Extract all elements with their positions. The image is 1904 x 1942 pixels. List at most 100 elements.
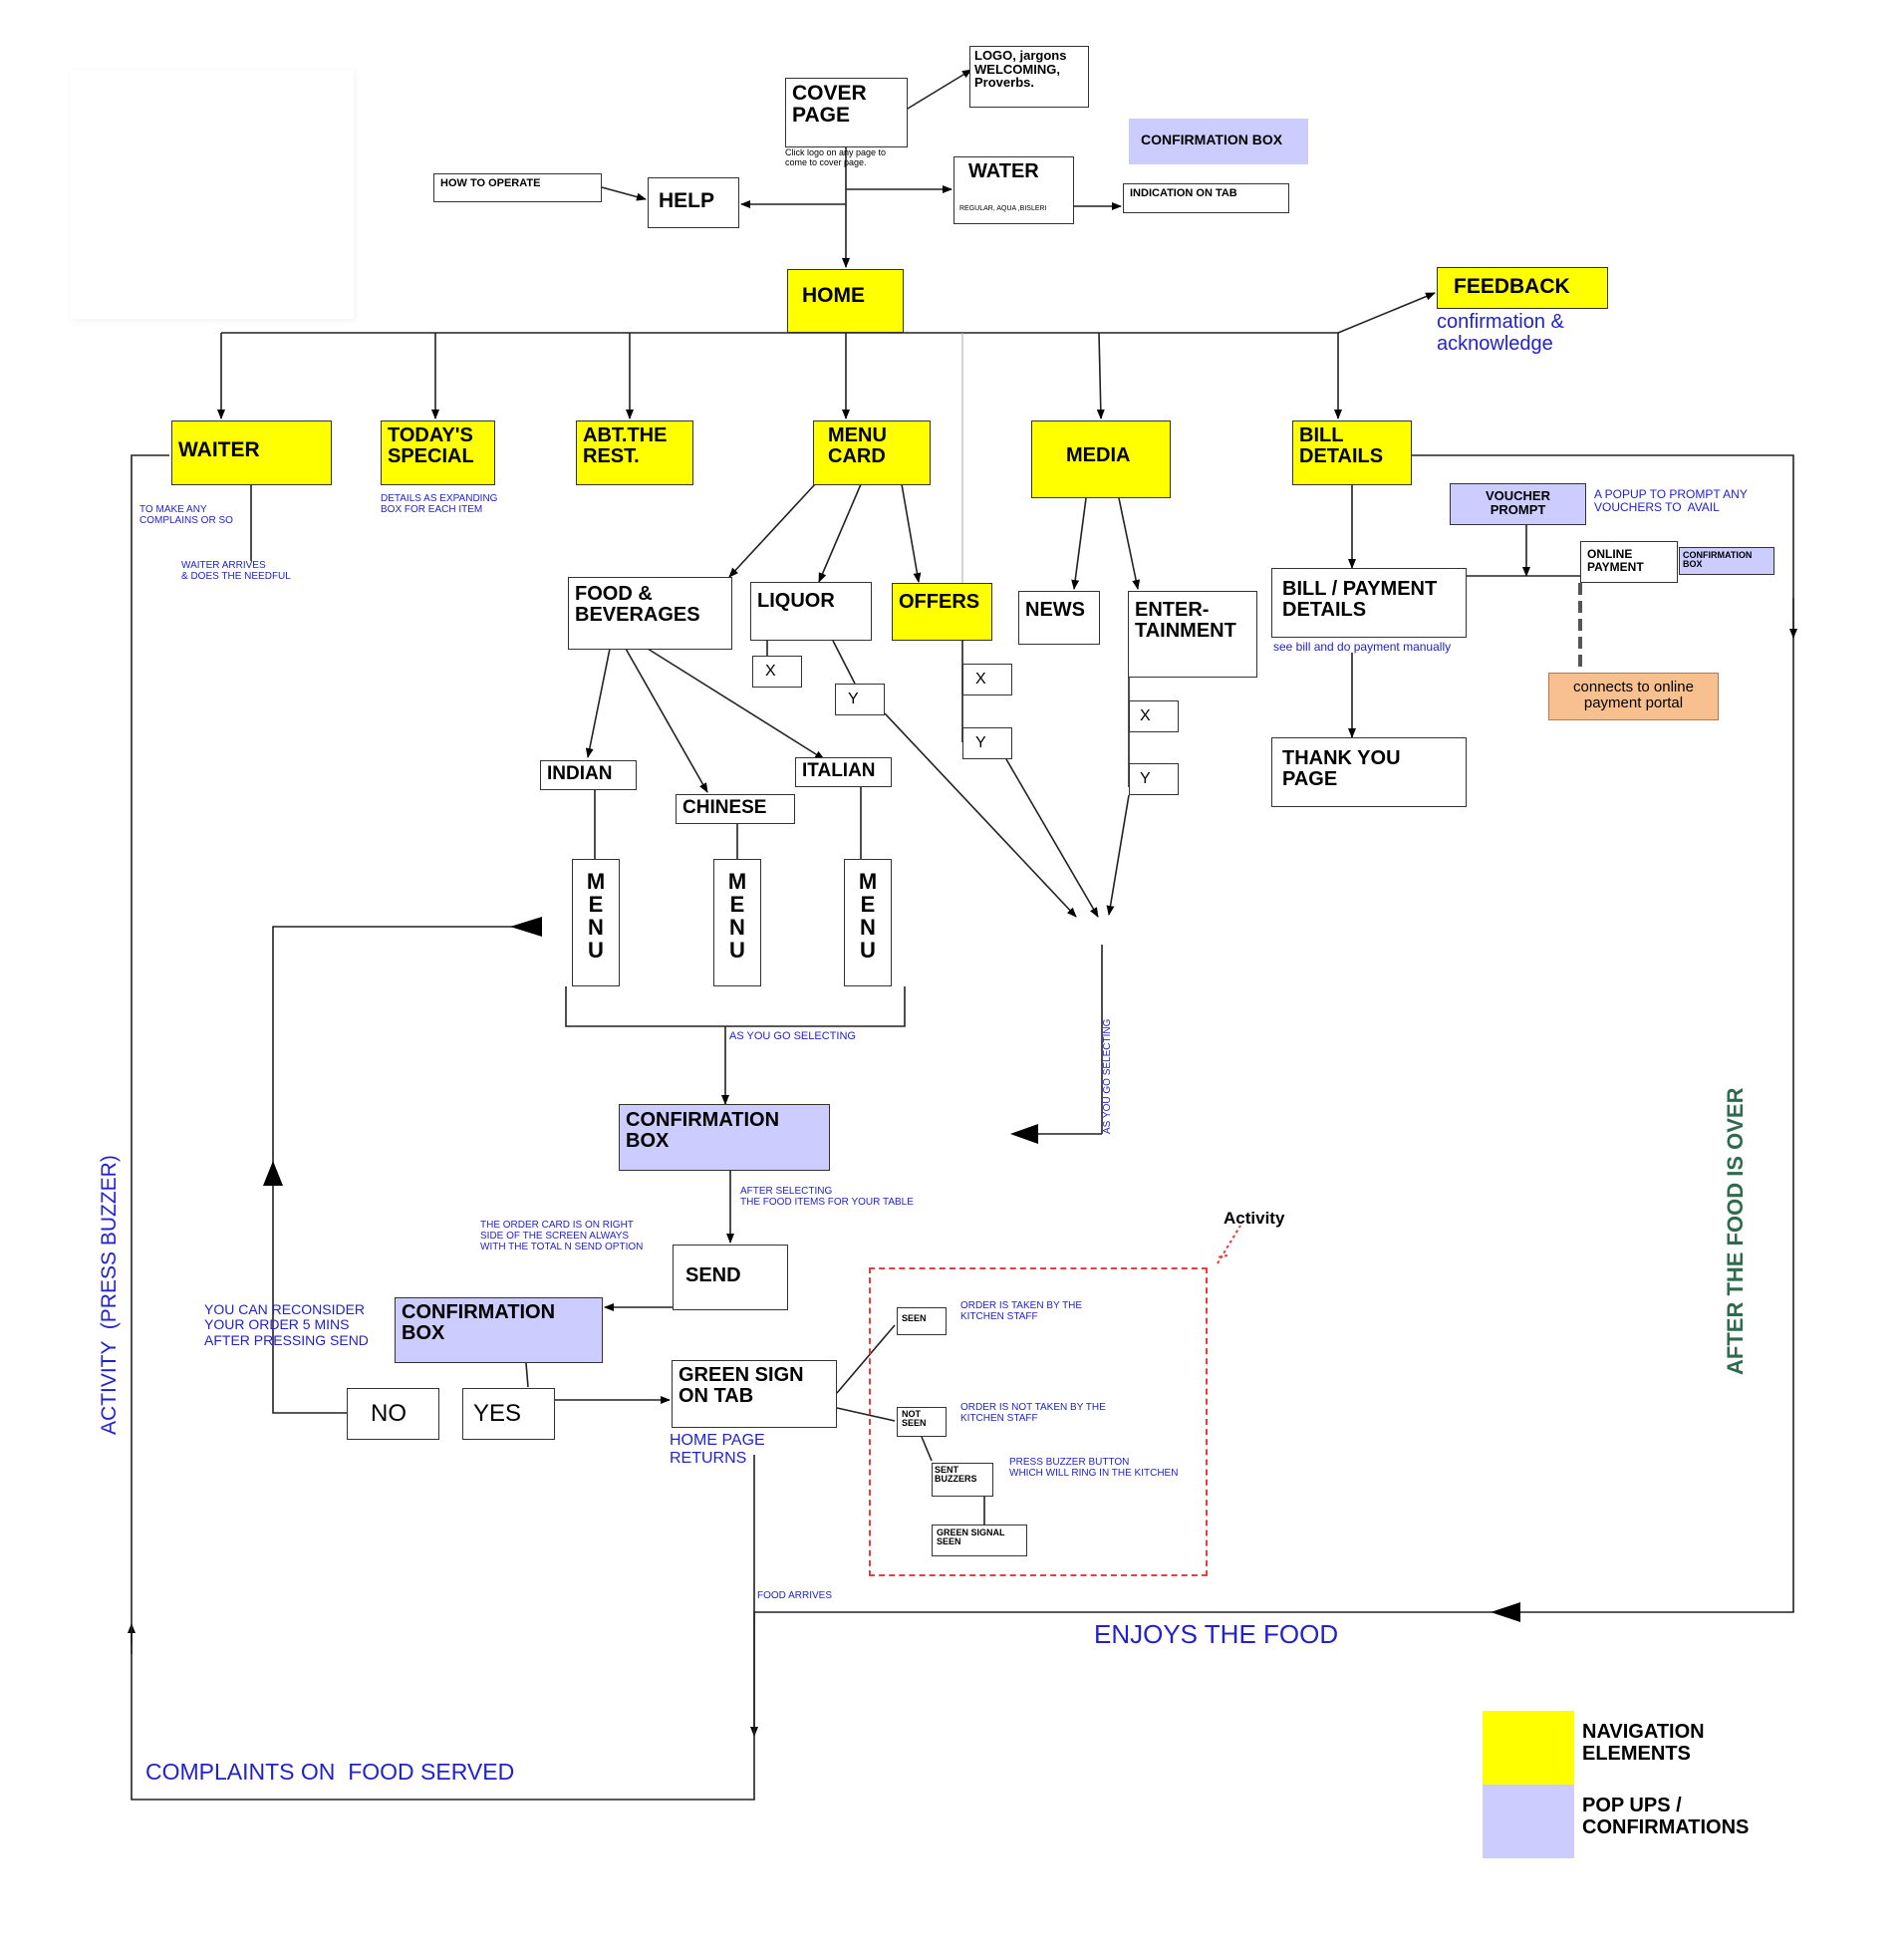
as-you-go-selecting-note: AS YOU GO SELECTING [729,1030,856,1042]
confirmation-box-top-label: CONFIRMATION BOX [1141,132,1283,147]
feedback-label: FEEDBACK [1454,275,1570,298]
entertainment-y-node[interactable]: Y [1129,763,1179,795]
send-label: SEND [685,1264,741,1286]
online-payment-node[interactable]: ONLINE PAYMENT [1580,541,1678,583]
chinese-label: CHINESE [682,797,767,818]
confirmation-box-top[interactable]: CONFIRMATION BOX [1129,119,1308,164]
offers-x-node[interactable]: X [962,664,1012,695]
cover-page-note: Click logo on any page to come to cover … [785,147,887,167]
seen-note: ORDER IS TAKEN BY THE KITCHEN STAFF [960,1300,1083,1322]
home-page-returns-note: HOME PAGE RETURNS [670,1432,765,1467]
yes-button[interactable]: YES [462,1388,555,1440]
offers-x-label: X [975,671,986,688]
italian-label: ITALIAN [802,760,876,781]
help-label: HELP [659,189,715,212]
liquor-label: LIQUOR [757,590,835,612]
complaints-note: COMPLAINTS ON FOOD SERVED [145,1759,515,1785]
green-sign-label: GREEN SIGN ON TAB [679,1364,804,1407]
online-payment-label: ONLINE PAYMENT [1587,547,1644,574]
feedback-note: confirmation & acknowledge [1437,311,1564,355]
as-you-go-selecting-vertical-note: AS YOU GO SELECTING [1102,1018,1113,1134]
online-portal-label: connects to online payment portal [1573,679,1694,711]
waiter-note-2: WAITER ARRIVES & DOES THE NEEDFUL [181,560,291,582]
water-node[interactable]: WATER [953,156,1074,224]
bill-details-node[interactable]: BILL DETAILS [1292,420,1412,485]
liquor-node[interactable]: LIQUOR [750,582,872,641]
about-restaurant-node[interactable]: ABT.THE REST. [576,420,693,485]
offers-node[interactable]: OFFERS [892,583,992,641]
menu-card-label: MENU CARD [828,424,887,467]
news-label: NEWS [1025,599,1085,621]
not-seen-node[interactable]: NOT SEEN [897,1407,947,1437]
enjoys-food-note: ENJOYS THE FOOD [1094,1619,1339,1649]
chinese-node[interactable]: CHINESE [676,794,795,824]
cover-page-label: COVER PAGE [792,82,867,128]
arrowhead-loop [510,917,542,937]
confirmation-box-low[interactable]: CONFIRMATION BOX [395,1297,603,1363]
food-beverages-label: FOOD & BEVERAGES [575,583,700,626]
chinese-menu-node[interactable]: M E N U [713,859,761,986]
feedback-node[interactable]: FEEDBACK [1437,267,1608,309]
italian-node[interactable]: ITALIAN [795,757,892,787]
entertainment-x-node[interactable]: X [1129,700,1179,732]
menu-card-node[interactable]: MENU CARD [813,420,931,485]
water-label: WATER [968,160,1039,182]
todays-special-note: DETAILS AS EXPANDING BOX FOR EACH ITEM [381,493,498,515]
voucher-prompt-node[interactable]: VOUCHER PROMPT [1450,483,1586,525]
indian-label: INDIAN [547,763,613,784]
todays-special-label: TODAY'S SPECIAL [388,424,474,467]
logo-node[interactable]: LOGO, jargons WELCOMING, Proverbs. [969,46,1089,108]
legend-popup-label: POP UPS / CONFIRMATIONS [1582,1795,1750,1838]
news-node[interactable]: NEWS [1018,591,1100,645]
indication-on-tab-label: INDICATION ON TAB [1130,187,1237,199]
seen-node[interactable]: SEEN [897,1307,947,1335]
send-node[interactable]: SEND [673,1245,788,1310]
indian-node[interactable]: INDIAN [540,760,637,790]
confirmation-box-small[interactable]: CONFIRMATION BOX [1679,547,1774,575]
offers-label: OFFERS [899,591,980,613]
italian-menu-node[interactable]: M E N U [844,859,892,986]
waiter-node[interactable]: WAITER [171,420,332,485]
yes-label: YES [473,1400,522,1427]
liquor-x-node[interactable]: X [752,656,802,688]
todays-special-node[interactable]: TODAY'S SPECIAL [381,420,495,485]
green-sign-node[interactable]: GREEN SIGN ON TAB [672,1360,837,1428]
bill-payment-node[interactable]: BILL / PAYMENT DETAILS [1271,568,1467,638]
seen-label: SEEN [902,1313,927,1323]
green-signal-seen-label: GREEN SIGNAL SEEN [937,1527,1005,1547]
indication-on-tab-node[interactable]: INDICATION ON TAB [1123,183,1289,213]
after-food-over-note: AFTER THE FOOD IS OVER [1723,1087,1748,1375]
online-portal-node[interactable]: connects to online payment portal [1548,673,1719,720]
entertainment-node[interactable]: ENTER- TAINMENT [1128,591,1257,678]
how-to-operate-label: HOW TO OPERATE [440,177,541,189]
liquor-x-label: X [765,663,776,680]
how-to-operate-node[interactable]: HOW TO OPERATE [433,173,602,202]
media-node[interactable]: MEDIA [1031,420,1171,498]
thank-you-node[interactable]: THANK YOU PAGE [1271,737,1467,807]
order-card-note: THE ORDER CARD IS ON RIGHT SIDE OF THE S… [480,1220,644,1252]
thank-you-label: THANK YOU PAGE [1282,747,1401,790]
offers-y-label: Y [975,734,986,751]
confirmation-box-mid[interactable]: CONFIRMATION BOX [619,1104,830,1171]
green-signal-seen-node[interactable]: GREEN SIGNAL SEEN [932,1525,1027,1556]
confirmation-box-low-label: CONFIRMATION BOX [402,1301,556,1344]
legend-popup-swatch [1483,1785,1574,1858]
entertainment-y-label: Y [1140,770,1151,787]
no-button[interactable]: NO [347,1388,439,1440]
media-label: MEDIA [1066,444,1131,466]
cover-page-node[interactable]: COVER PAGE [785,78,908,147]
sent-buzzers-label: SENT BUZZERS [935,1465,977,1485]
sent-buzzers-node[interactable]: SENT BUZZERS [932,1463,993,1497]
bill-payment-label: BILL / PAYMENT DETAILS [1282,578,1438,621]
offers-y-node[interactable]: Y [962,727,1012,759]
home-node[interactable]: HOME [787,269,904,333]
arrowhead-up [263,1161,283,1186]
liquor-y-node[interactable]: Y [835,684,885,715]
food-beverages-node[interactable]: FOOD & BEVERAGES [568,577,732,650]
entertainment-label: ENTER- TAINMENT [1135,599,1236,642]
waiter-note-1: TO MAKE ANY COMPLAINS OR SO [139,504,233,526]
indian-menu-node[interactable]: M E N U [572,859,620,986]
help-node[interactable]: HELP [648,177,739,228]
